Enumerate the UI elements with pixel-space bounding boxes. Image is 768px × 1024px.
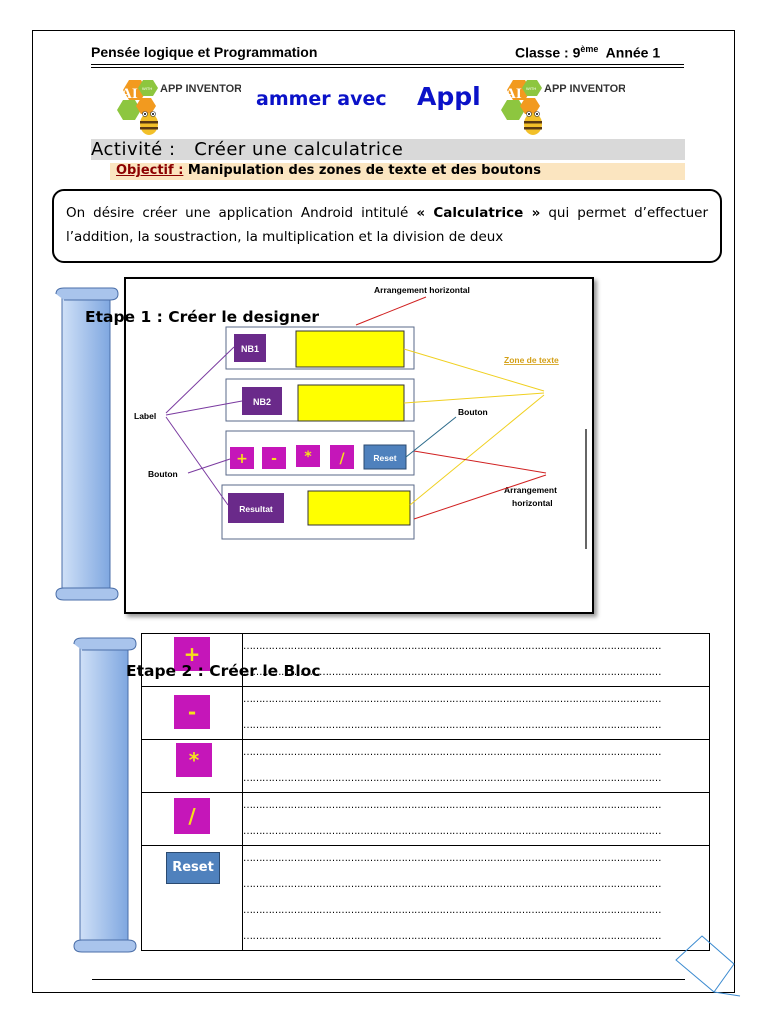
step2-title: Etape 2 : Créer le Bloc	[126, 662, 321, 680]
subject-header: Pensée logique et Programmation	[91, 44, 318, 60]
minus-button	[262, 447, 286, 469]
answer-line: ……………………………………………………………………………………………………………	[243, 826, 662, 837]
svg-text:*: *	[304, 449, 312, 465]
designer-diagram: NB1 NB2 + - * / Reset Resultat Arrangeme…	[134, 285, 587, 549]
description-box: On désire créer une application Android …	[52, 189, 722, 263]
answer-line: ……………………………………………………………………………………………………………	[243, 853, 662, 864]
answer-line: ……………………………………………………………………………………………………………	[243, 694, 662, 705]
table-row: * ………………………………………………………………………………………………………	[141, 739, 710, 793]
icon-cell: /	[141, 792, 243, 846]
activity-title: Activité : Créer une calculatrice	[91, 139, 404, 160]
app-inventor-logo-right: AI WITH APP INVENTOR	[501, 80, 625, 135]
svg-text:Label: Label	[134, 411, 156, 421]
multiply-button	[296, 445, 320, 467]
answer-line: ……………………………………………………………………………………………………………	[243, 879, 662, 890]
footer-rule	[92, 979, 685, 980]
answer-cell: ……………………………………………………………………………………………………………	[242, 845, 710, 951]
svg-text:horizontal: horizontal	[512, 498, 553, 508]
page-border	[32, 30, 735, 993]
svg-text:APP INVENTOR: APP INVENTOR	[544, 83, 625, 95]
divide-block-icon: /	[174, 798, 210, 834]
title-text-part1: ammer avec	[256, 88, 387, 110]
answer-line: ……………………………………………………………………………………………………………	[243, 747, 662, 758]
divide-button	[330, 445, 354, 469]
svg-text:Arrangement: Arrangement	[504, 485, 557, 495]
icon-cell: Reset	[141, 845, 243, 951]
scroll-banner-step2	[73, 637, 137, 953]
resultat-textbox	[307, 490, 411, 526]
svg-text:AI: AI	[505, 86, 522, 102]
svg-text:NB1: NB1	[241, 344, 259, 354]
icon-cell: *	[141, 739, 243, 793]
table-row: Reset ……………………………………………………………………………………………	[141, 845, 710, 951]
class-header: Classe : 9ème Année 1	[515, 44, 661, 61]
answer-cell: ……………………………………………………………………………………………………………	[242, 686, 710, 740]
blocks-table: + ………………………………………………………………………………………………………	[141, 633, 710, 951]
answer-line: ……………………………………………………………………………………………………………	[243, 720, 662, 731]
answer-cell: ……………………………………………………………………………………………………………	[242, 739, 710, 793]
svg-text:AI: AI	[121, 86, 138, 102]
svg-text:+: +	[236, 451, 248, 467]
answer-line: ……………………………………………………………………………………………………………	[243, 905, 662, 916]
plus-button	[230, 447, 254, 469]
multiply-block-icon: *	[176, 743, 212, 777]
icon-cell: +	[141, 633, 243, 687]
activity-bar	[91, 139, 685, 160]
table-row: + ………………………………………………………………………………………………………	[141, 633, 710, 687]
svg-text:Zone de texte: Zone de texte	[504, 355, 559, 365]
step1-title: Etape 1 : Créer le designer	[85, 308, 319, 326]
answer-line: ……………………………………………………………………………………………………………	[243, 667, 662, 678]
svg-text:WITH: WITH	[142, 86, 152, 91]
header-rule	[91, 64, 684, 65]
nb2-textbox	[297, 384, 405, 422]
title-text-part2: Appl	[417, 82, 481, 111]
svg-text:Bouton: Bouton	[148, 469, 178, 479]
reset-block-icon: Reset	[166, 852, 220, 884]
header-rule-2	[91, 67, 684, 68]
svg-text:NB2: NB2	[253, 397, 271, 407]
icon-cell: -	[141, 686, 243, 740]
answer-line: ……………………………………………………………………………………………………………	[243, 641, 662, 652]
nb1-label	[234, 334, 266, 362]
answer-line: ……………………………………………………………………………………………………………	[243, 800, 662, 811]
scroll-banner-step1	[55, 287, 119, 601]
nb1-textbox	[295, 330, 405, 368]
app-inventor-logo-left: AI WITH APP INVENTOR	[117, 80, 241, 135]
svg-text:WITH: WITH	[526, 86, 536, 91]
svg-text:Resultat: Resultat	[239, 504, 273, 514]
table-row: / ………………………………………………………………………………………………………	[141, 792, 710, 846]
svg-text:Arrangement horizontal: Arrangement horizontal	[374, 285, 470, 295]
answer-line: ……………………………………………………………………………………………………………	[243, 931, 662, 942]
resultat-label	[228, 493, 284, 523]
answer-cell: ……………………………………………………………………………………………………………	[242, 792, 710, 846]
minus-block-icon: -	[174, 695, 210, 729]
answer-cell: ……………………………………………………………………………………………………………	[242, 633, 710, 687]
svg-text:APP INVENTOR: APP INVENTOR	[160, 83, 241, 95]
table-row: - ………………………………………………………………………………………………………	[141, 686, 710, 740]
designer-screenshot: NB1 NB2 + - * / Reset Resultat Arrangeme…	[124, 277, 594, 614]
svg-text:Reset: Reset	[373, 453, 396, 463]
plus-block-icon: +	[174, 637, 210, 671]
svg-text:/: /	[339, 451, 345, 467]
objective-bar	[110, 163, 685, 180]
answer-line: ……………………………………………………………………………………………………………	[243, 773, 662, 784]
objective-line: Objectif : Manipulation des zones de tex…	[116, 163, 541, 178]
page-curl-decoration	[675, 935, 741, 997]
svg-text:Bouton: Bouton	[458, 407, 488, 417]
svg-text:-: -	[271, 451, 277, 467]
nb2-label	[242, 387, 282, 415]
